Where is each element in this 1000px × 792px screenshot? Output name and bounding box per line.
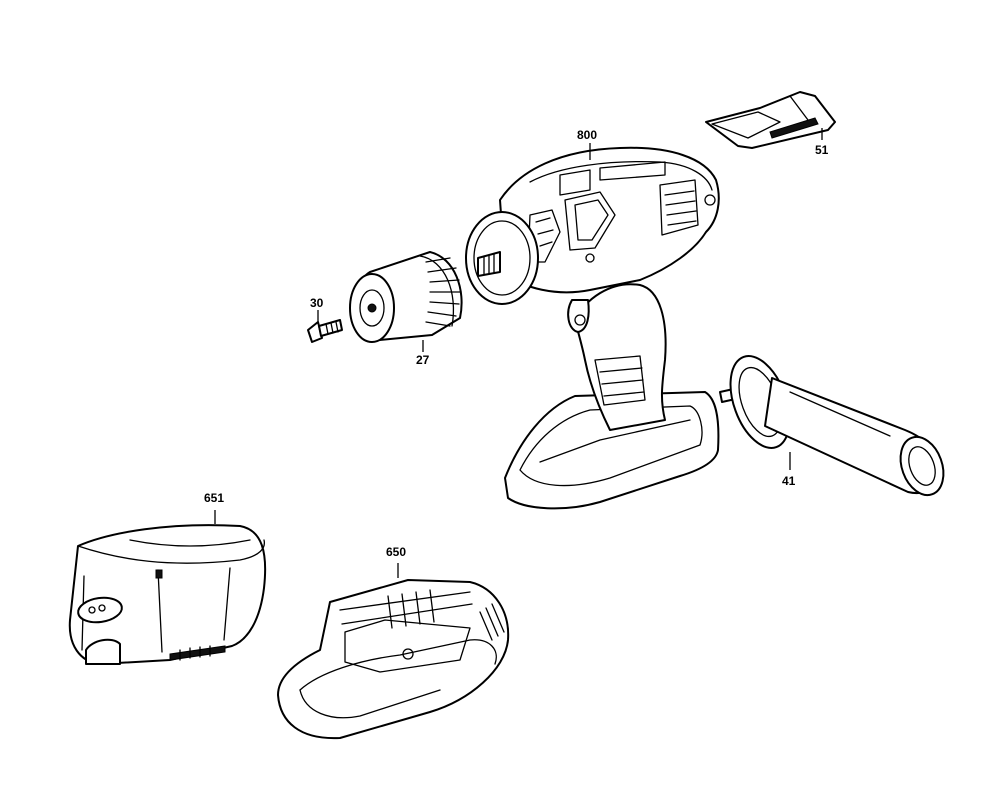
screw-part <box>307 319 343 343</box>
battery-part <box>68 524 267 665</box>
callout-800: 800 <box>577 128 597 142</box>
belt-clip-part <box>705 91 836 149</box>
callout-51: 51 <box>815 143 829 157</box>
drill-body-part <box>465 146 720 510</box>
side-handle-part <box>719 355 945 497</box>
callout-27: 27 <box>416 353 430 367</box>
callout-651: 651 <box>204 491 224 505</box>
charger-part <box>277 579 510 740</box>
callout-650: 650 <box>386 545 406 559</box>
callout-41: 41 <box>782 474 796 488</box>
chuck-part <box>349 251 463 343</box>
callout-30: 30 <box>310 296 324 310</box>
